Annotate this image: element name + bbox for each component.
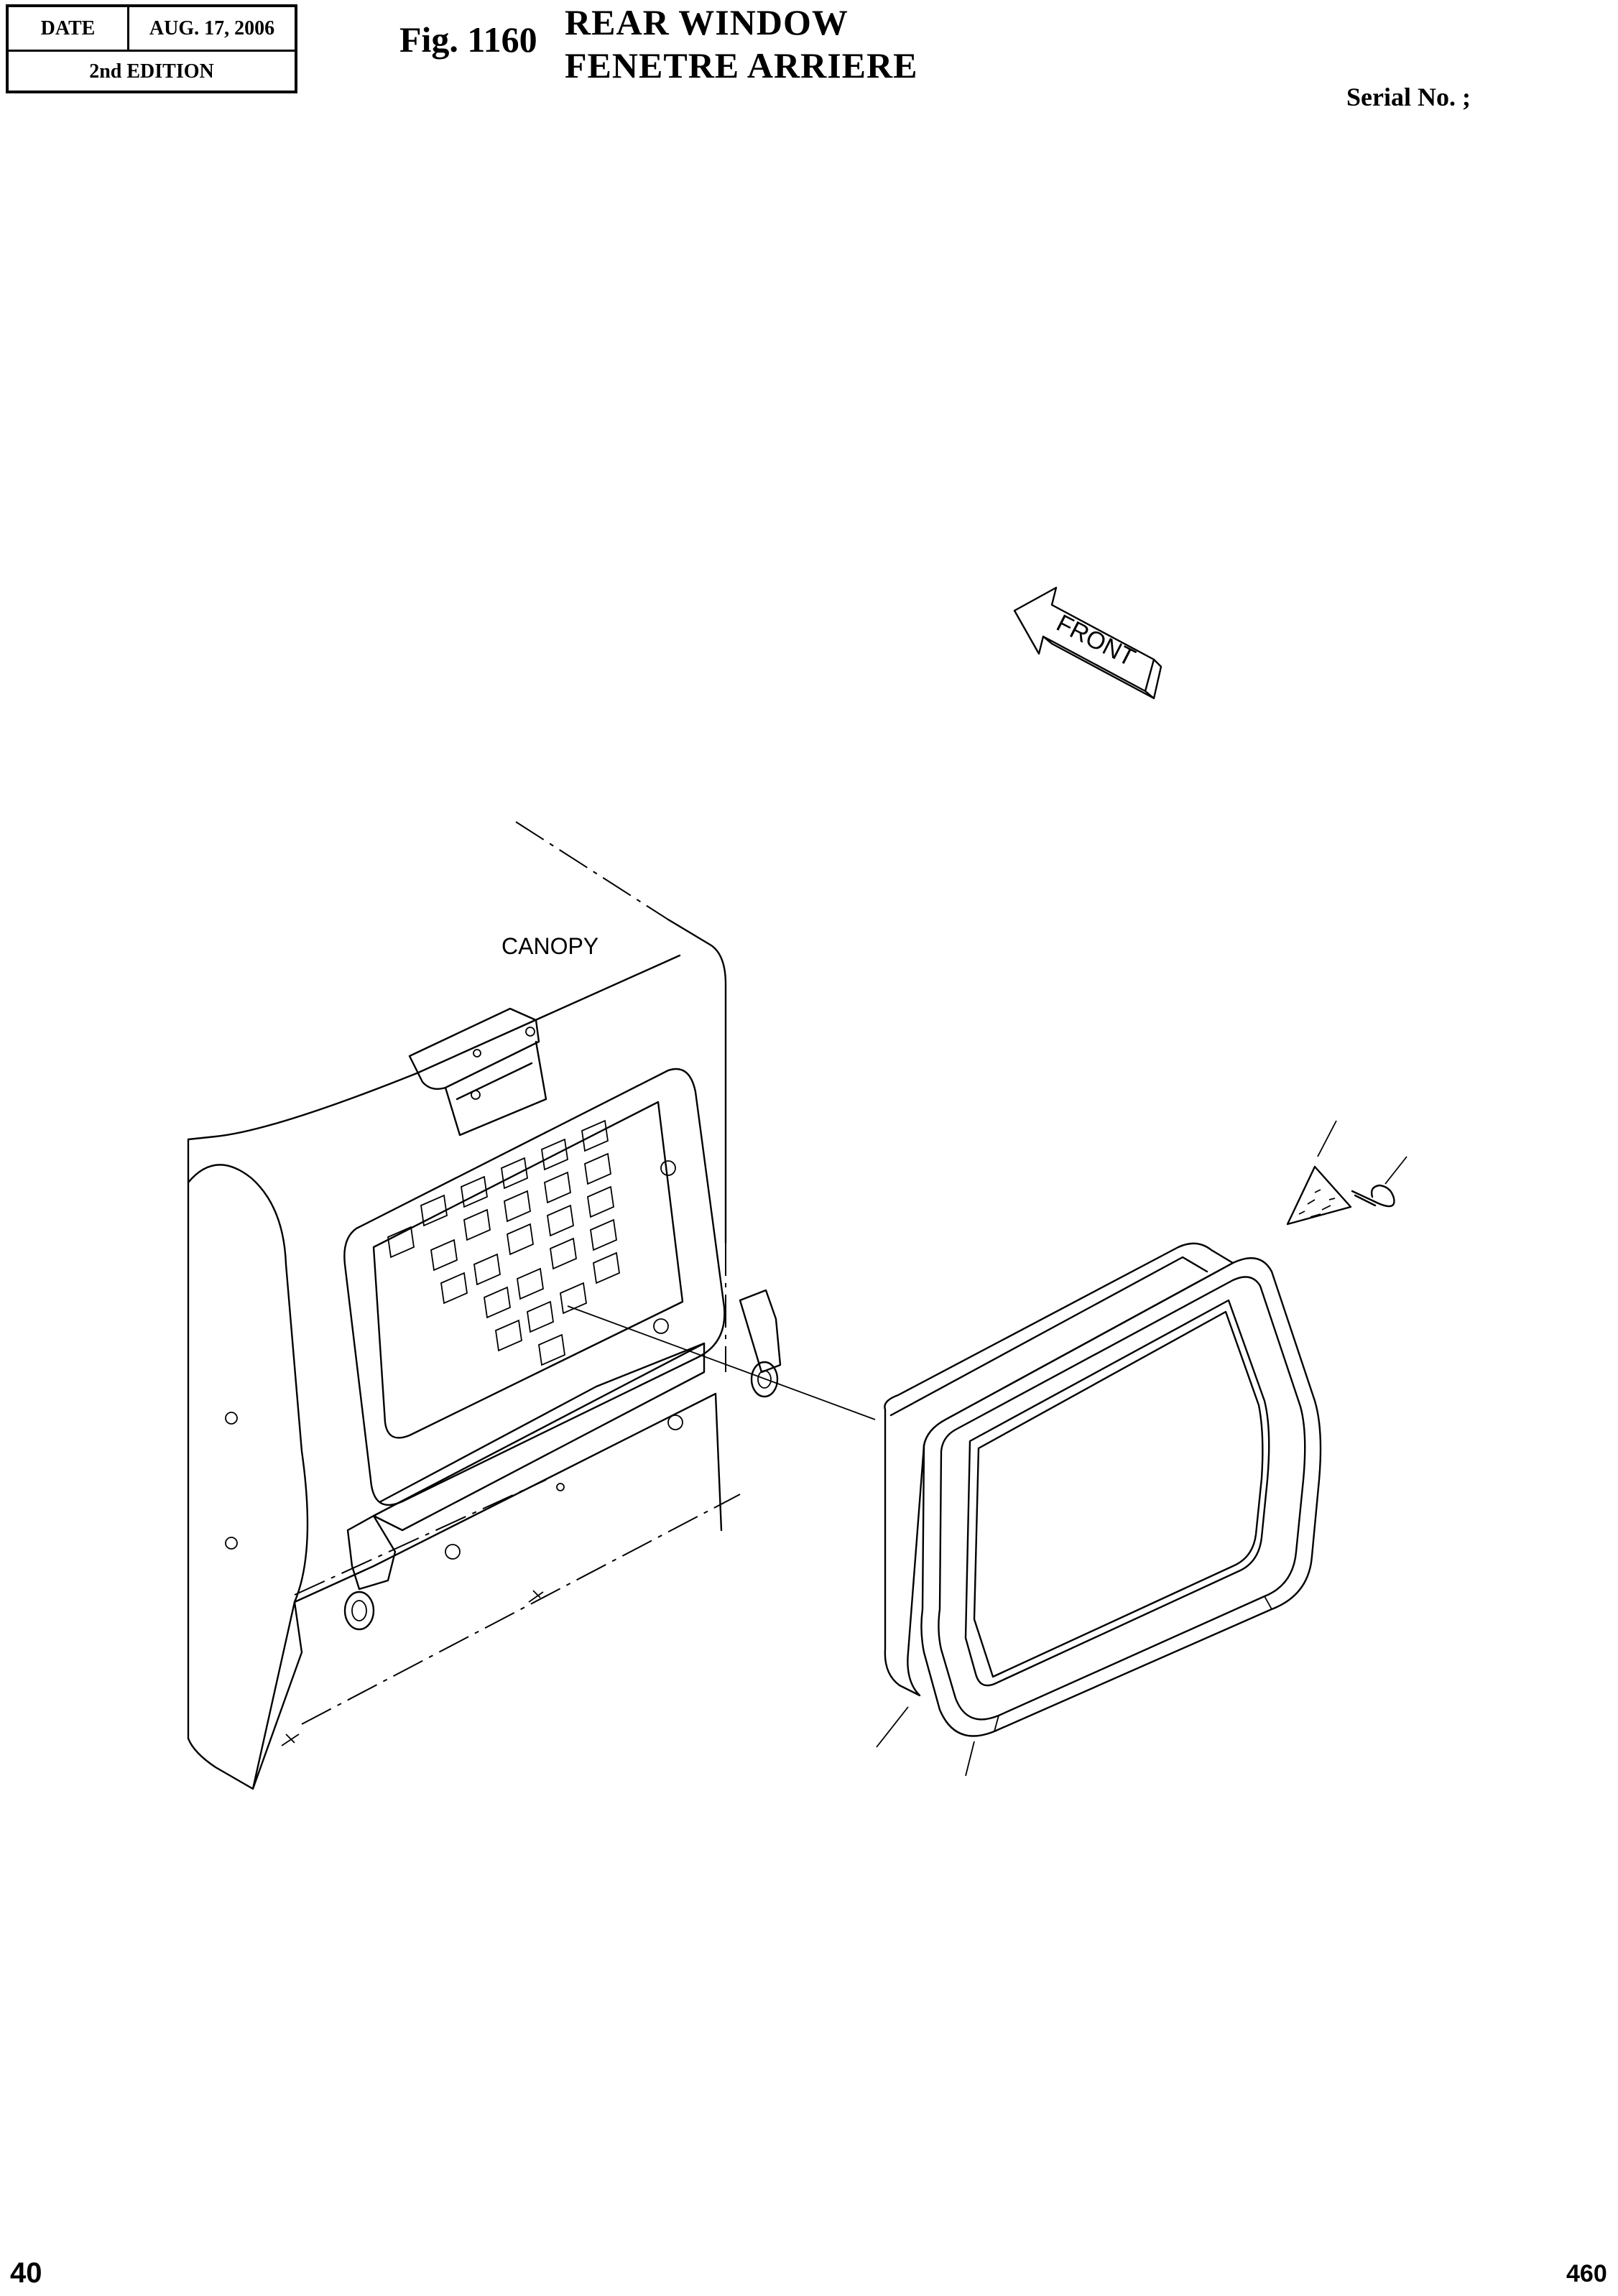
page-number-right: 460 xyxy=(1566,2260,1607,2287)
title-english: REAR WINDOW xyxy=(565,2,849,42)
serial-number-label: Serial No. ; xyxy=(1346,83,1471,111)
figure-number: Fig. 1160 xyxy=(399,19,537,60)
date-row: DATE AUG. 17, 2006 xyxy=(9,7,295,52)
leader-line-clip xyxy=(1384,1156,1407,1185)
leader-line-seal xyxy=(876,1706,909,1748)
rear-window-seal xyxy=(884,1242,1234,1697)
canopy-frame xyxy=(187,821,782,1790)
screen-holes xyxy=(387,1119,620,1366)
date-edition-box: DATE AUG. 17, 2006 2nd EDITION xyxy=(6,4,297,93)
front-label: FRONT xyxy=(1052,609,1139,672)
date-label: DATE xyxy=(9,7,129,50)
date-value: AUG. 17, 2006 xyxy=(149,17,275,40)
rear-window-glass xyxy=(920,1257,1322,1737)
warning-decal-icon xyxy=(1286,1120,1352,1226)
canopy-label: CANOPY xyxy=(501,933,598,959)
title-french: FENETRE ARRIERE xyxy=(565,45,918,85)
retaining-clip-icon xyxy=(1351,1156,1407,1208)
front-arrow-icon: FRONT xyxy=(1013,586,1162,700)
edition-label: 2nd EDITION xyxy=(89,60,214,83)
leader-line-decal xyxy=(1317,1120,1337,1157)
page-number-left: 40 xyxy=(10,2257,42,2289)
leader-line-glass xyxy=(965,1741,975,1777)
leader-line-frame xyxy=(567,1305,876,1420)
